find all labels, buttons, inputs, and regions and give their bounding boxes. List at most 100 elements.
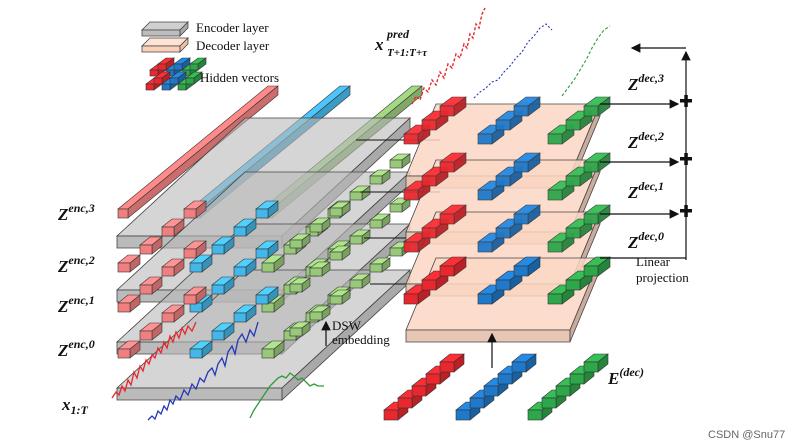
encoder-segment-bar (117, 340, 141, 359)
encoder-segment-bar (255, 240, 279, 259)
svg-text:x: x (374, 35, 384, 54)
decoder-segment-bar (513, 204, 541, 225)
decoder-embedding-label: E(dec) (607, 365, 644, 388)
encoder-layer-labels: Zenc,3 Zenc,2 Zenc,1 Zenc,0 (57, 201, 95, 360)
encoder-label-1: Zenc,1 (57, 293, 95, 316)
encoder-segment-bar (289, 321, 311, 337)
encoder-segment-bar (329, 245, 351, 261)
legend-hidden-bar (157, 57, 175, 71)
encoder-segment-bar (309, 261, 331, 277)
input-series (111, 321, 324, 421)
decoder-layer-labels: Zdec,3 Zdec,2 Zdec,1 Zdec,0 (627, 71, 664, 252)
svg-text:embedding: embedding (332, 332, 390, 347)
legend-hidden-label: Hidden vectors (200, 70, 279, 85)
encoder-segment-bar (211, 322, 235, 341)
encoder-segment-bar (183, 286, 207, 305)
decoder-layer-plate (405, 257, 601, 343)
decoder-stack (403, 96, 611, 343)
encoder-segment-bar (211, 276, 235, 295)
decoder-label-2: Zdec,2 (627, 129, 664, 152)
decoder-embedding-bars (383, 353, 609, 421)
encoder-segment-bar (389, 153, 411, 169)
svg-text:Linear: Linear (636, 254, 671, 269)
encoder-label-2: Zenc,2 (57, 253, 95, 276)
prediction-series (411, 7, 611, 105)
legend-hidden-swatch (145, 57, 207, 91)
prediction-series-green (561, 25, 611, 97)
decoder-segment-bar (439, 152, 467, 173)
encoder-segment-bar (117, 254, 141, 273)
encoder-label-0: Zenc,0 (57, 337, 95, 360)
encoder-segment-bar (233, 304, 257, 323)
input-series-green (249, 372, 324, 419)
encoder-segment-bar (329, 201, 351, 217)
encoder-segment-bar (183, 240, 207, 259)
encoder-segment-bar (211, 236, 235, 255)
encoder-segment-bar (261, 254, 285, 273)
output-aggregation (600, 43, 692, 260)
svg-text:pred: pred (386, 27, 410, 41)
decoder-embedding-segment (583, 353, 609, 373)
encoder-segment-bar (349, 273, 371, 289)
input-series-blue (147, 321, 259, 421)
legend-hidden-bar (153, 71, 171, 85)
decoder-segment-bar (583, 96, 611, 117)
encoder-segment-bar (161, 258, 185, 277)
legend-decoder-label: Decoder layer (196, 38, 270, 53)
legend-encoder-swatch (141, 21, 189, 37)
plus-icon (680, 205, 692, 217)
encoder-segment-bar (161, 218, 185, 237)
prediction-series-blue (473, 23, 553, 99)
encoder-segment-bar (349, 185, 371, 201)
encoder-segment-bar (139, 236, 163, 255)
encoder-segment-bar (329, 289, 351, 305)
decoder-segment-bar (513, 152, 541, 173)
encoder-segment-bar (233, 258, 257, 277)
encoder-segment-bar (139, 322, 163, 341)
encoder-segment-bar (183, 200, 207, 219)
encoder-segment-bar (369, 257, 391, 273)
encoder-segment-bar (289, 277, 311, 293)
legend-hidden-bar (169, 71, 187, 85)
legend-hidden-bar (173, 57, 191, 71)
dsw-embedding-label: DSW embedding (332, 318, 390, 347)
decoder-segment-bar (583, 256, 611, 277)
legend-hidden-bar (185, 71, 203, 85)
linear-projection-label: Linear projection (636, 254, 689, 285)
encoder-segment-bar (233, 218, 257, 237)
legend: Encoder layer Decoder layer Hidden vecto… (141, 20, 279, 91)
encoder-stack (115, 85, 423, 401)
encoder-segment-bar (369, 213, 391, 229)
encoder-segment-bar (261, 340, 285, 359)
encoder-segment-bar (255, 286, 279, 305)
encoder-top-bar (117, 85, 279, 219)
decoder-label-3: Zdec,3 (627, 71, 664, 94)
encoder-segment-bar (117, 294, 141, 313)
encoder-label-3: Zenc,3 (57, 201, 95, 224)
input-label: x1:T (61, 395, 88, 417)
encoder-segment-bar (139, 276, 163, 295)
encoder-segment-bar (255, 200, 279, 219)
encoder-segment-bar (189, 254, 213, 273)
decoder-segment-bar (439, 256, 467, 277)
decoder-segment-bar (513, 256, 541, 277)
plus-icon (680, 153, 692, 165)
encoder-segment-bar (189, 340, 213, 359)
encoder-segment-bar (289, 233, 311, 249)
prediction-label: x pred T+1:T+τ (374, 27, 428, 59)
svg-text:projection: projection (636, 270, 689, 285)
svg-text:DSW: DSW (332, 318, 362, 333)
decoder-segment-bar (439, 204, 467, 225)
legend-hidden-bar (189, 57, 207, 71)
watermark: CSDN @Snu77 (708, 429, 785, 441)
encoder-segment-bar (309, 305, 331, 321)
decoder-segment-bar (439, 96, 467, 117)
decoder-segment-bar (513, 96, 541, 117)
decoder-label-1: Zdec,1 (627, 179, 664, 202)
prediction-series-red (411, 7, 486, 105)
decoder-embedding-segment (511, 353, 537, 373)
decoder-label-0: Zdec,0 (627, 229, 664, 252)
encoder-segment-bar (309, 217, 331, 233)
encoder-segment-bar (369, 169, 391, 185)
